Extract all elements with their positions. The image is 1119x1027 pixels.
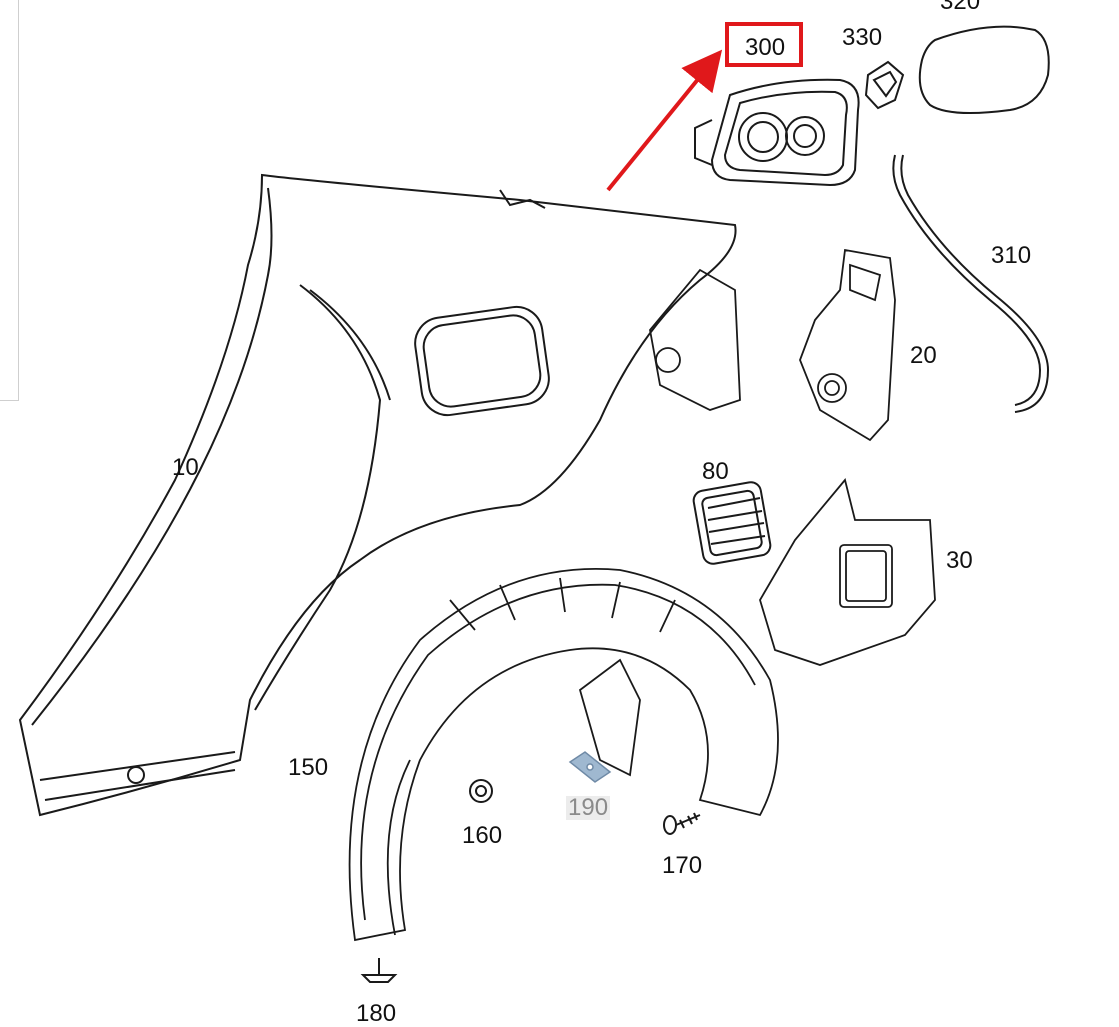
push-pin-part-180[interactable] [360,958,398,983]
callout-150[interactable]: 150 [288,754,329,781]
vent-part-80[interactable] [692,481,772,566]
callout-300[interactable]: 300 [725,22,804,67]
fuel-door-housing-part-300[interactable] [694,78,860,187]
fuel-door-flap-part-320[interactable] [918,25,1050,115]
callout-20[interactable]: 20 [910,342,937,369]
quarter-panel-part-10[interactable] [18,173,737,817]
callout-180[interactable]: 180 [356,1000,397,1027]
callout-80[interactable]: 80 [702,458,729,485]
callout-330[interactable]: 330 [842,24,883,51]
inner-bracket [649,268,741,411]
drain-hose-part-310[interactable] [892,154,1050,413]
screw-part-170[interactable] [663,812,701,835]
wheel-arch-liner-part-150[interactable] [348,568,779,942]
wheelhouse-part-30[interactable] [759,478,936,666]
callout-30[interactable]: 30 [946,547,973,574]
clip-part-160[interactable] [469,779,493,803]
callout-310[interactable]: 310 [991,242,1032,269]
callout-170[interactable]: 170 [662,852,703,879]
callout-10[interactable]: 10 [172,454,199,481]
nut-part-190[interactable] [568,751,612,783]
callout-160[interactable]: 160 [462,822,503,849]
inner-panel-part-20[interactable] [799,248,896,442]
callout-320[interactable]: 320 [940,0,981,15]
actuator-part-330[interactable] [864,60,905,110]
viewer-frame-edge [0,0,19,401]
highlight-arrow [606,49,723,192]
callout-190[interactable]: 190 [566,794,611,821]
